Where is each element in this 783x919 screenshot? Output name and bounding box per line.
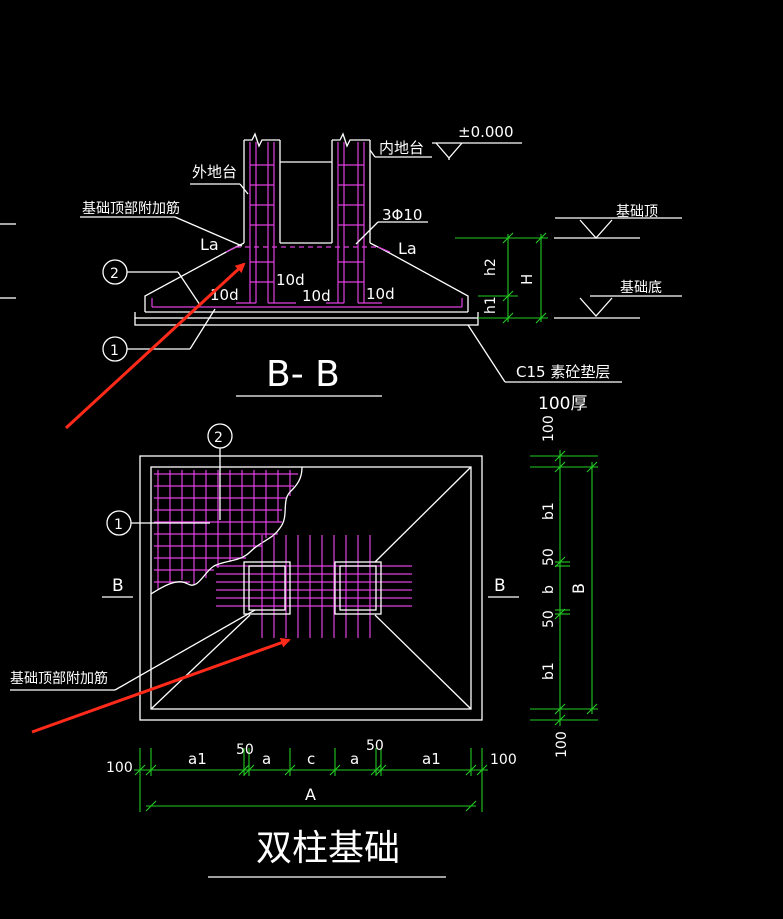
plan-title: 双柱基础	[256, 828, 400, 869]
section-columns	[243, 132, 371, 244]
cushion-label: C15 素砼垫层	[516, 363, 610, 381]
section-bb: 外地台 内地台 ±0.000 基础顶部附加筋 3Φ10 La La 10d 10…	[80, 123, 682, 414]
bottom-dim-c: c	[307, 750, 315, 768]
level-zero-label: ±0.000	[458, 123, 514, 141]
anchor-right-label: La	[398, 239, 417, 258]
bottom-dim-total-A: A	[305, 785, 316, 804]
section-rebar	[151, 142, 463, 308]
right-dim-100-bottom: 100	[554, 731, 570, 758]
plan-column-left	[248, 565, 286, 611]
plan-marker-1: 1	[114, 517, 123, 533]
outer-platform-label: 外地台	[192, 163, 237, 181]
plan-inner-rect	[150, 466, 472, 710]
hook-label-2: 10d	[276, 271, 305, 289]
bottom-dim-a1-right: a1	[422, 750, 441, 768]
bottom-dim-50-left: 50	[236, 742, 254, 758]
bottom-dim-100-right: 100	[490, 752, 517, 768]
bar-spec-label: 3Φ10	[382, 206, 422, 224]
foundation-top-label: 基础顶	[616, 203, 658, 220]
hook-label-1: 10d	[210, 286, 239, 304]
plan-marker-2: 2	[214, 430, 223, 446]
level-mark-zero	[432, 142, 522, 160]
section-cut-label-right: B	[494, 576, 506, 596]
section-title: B- B	[266, 354, 340, 395]
bottom-dim-a-right: a	[350, 750, 359, 768]
dim-H: H	[518, 274, 536, 285]
plan-column-right	[339, 565, 377, 611]
section-height-dims	[455, 232, 548, 324]
plan-top-rebar-label: 基础顶部附加筋	[10, 670, 108, 687]
bottom-dim-a-left: a	[262, 750, 271, 768]
footing-outline	[134, 242, 479, 326]
annotation-arrows	[31, 262, 291, 734]
hook-label-3: 10d	[302, 287, 331, 305]
leader-cushion	[467, 324, 506, 383]
plan-column-left-outline	[243, 561, 291, 615]
section-cut-label-left: B	[112, 576, 124, 596]
section-marker-1: 1	[110, 343, 119, 359]
plan-view: 2 1 B B 基础顶部附加筋 100 b1 50 b 50 b1 100 B …	[10, 415, 598, 878]
right-dim-50-top: 50	[541, 548, 557, 566]
right-dim-b1-top: b1	[541, 502, 557, 520]
red-arrow-section	[64, 262, 246, 430]
inner-platform-label: 内地台	[379, 139, 424, 157]
top-rebar-label: 基础顶部附加筋	[82, 200, 180, 217]
plan-break-line	[150, 466, 303, 595]
plan-column-right-outline	[334, 561, 382, 615]
plan-mesh	[154, 470, 298, 590]
bottom-dim-a1-left: a1	[188, 750, 207, 768]
bottom-dim-50-right: 50	[366, 738, 384, 754]
right-dim-b: b	[541, 585, 557, 594]
hook-label-4: 10d	[366, 285, 395, 303]
red-arrow-plan	[31, 637, 291, 734]
cushion-thickness: 100厚	[538, 394, 587, 414]
right-dim-b1-bottom: b1	[541, 662, 557, 680]
plan-right-dims	[530, 450, 598, 726]
left-edge-fragment	[0, 223, 16, 299]
section-marker-2: 2	[110, 266, 119, 282]
right-dim-100-top: 100	[541, 415, 557, 442]
level-mark-foundation-top	[554, 217, 682, 239]
foundation-bottom-label: 基础底	[620, 279, 662, 296]
dim-h2: h2	[483, 258, 499, 276]
level-mark-foundation-bottom	[554, 295, 682, 319]
bottom-dim-100-left: 100	[106, 760, 133, 776]
plan-bottom-dims	[134, 748, 488, 812]
plan-slope-lines	[150, 466, 472, 710]
right-dim-total-B: B	[569, 583, 588, 594]
plan-outer-rect	[139, 455, 483, 721]
anchor-left-label: La	[200, 235, 219, 254]
right-dim-50-bottom: 50	[541, 610, 557, 628]
dim-h1: h1	[483, 296, 499, 314]
